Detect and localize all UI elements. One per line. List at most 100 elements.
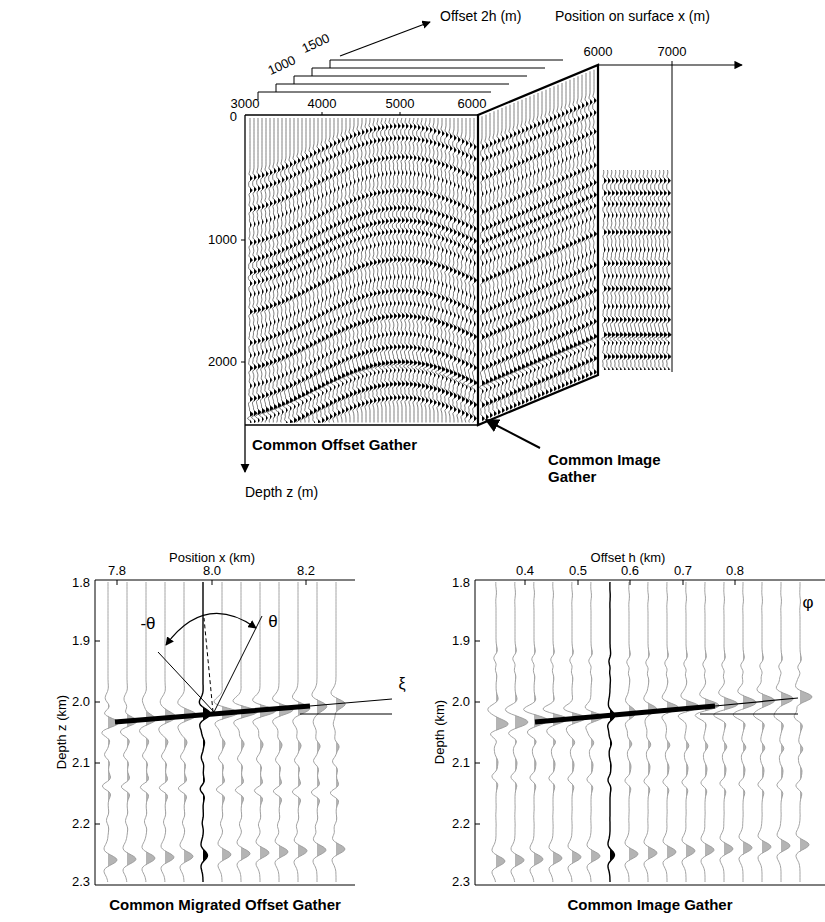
trace-wiggle: [564, 582, 586, 882]
trace-wiggle: [516, 101, 522, 406]
horizontal-reference: [300, 714, 392, 715]
tick-label: 2.3: [72, 875, 90, 890]
tick-label: 2.0: [72, 695, 90, 710]
trace-wiggle: [733, 582, 756, 882]
trace-fill: [610, 582, 615, 883]
trace-wiggle: [585, 582, 603, 882]
trace-fill: [572, 582, 586, 883]
trace-wiggle: [120, 582, 137, 882]
trace-wiggle: [552, 86, 558, 391]
ray-line: [158, 652, 214, 712]
tick: [683, 580, 684, 585]
front-face-bottom: [245, 424, 478, 426]
trace-wiggle: [520, 100, 526, 405]
tick-label: 1500: [300, 31, 333, 57]
trace-wiggle: [580, 75, 586, 380]
trace-wiggle: [287, 118, 293, 423]
back-panel-edge: [672, 65, 673, 372]
axis-title: Depth z (m): [245, 484, 318, 500]
tick: [95, 763, 100, 764]
trace-wiggle: [644, 582, 657, 882]
trace-wiggle: [312, 118, 318, 423]
trace-wiggle: [496, 110, 502, 415]
tick: [475, 702, 480, 703]
tick-label: 7.8: [108, 564, 126, 579]
tick-label: 7000: [658, 45, 687, 60]
trace-fill: [591, 582, 603, 883]
trace-fill: [553, 582, 567, 883]
trace-wiggle: [280, 118, 285, 423]
trace-wiggle: [400, 118, 406, 423]
tick-label: 2.2: [452, 817, 470, 832]
trace-wiggle: [380, 118, 386, 423]
trace-wiggle: [252, 118, 258, 423]
trace-fill: [382, 118, 385, 423]
tick-label: 0: [230, 110, 237, 125]
tick-label: 0.4: [516, 564, 534, 579]
panel-title: Common Migrated Offset Gather: [109, 896, 341, 913]
tick-label: 1.9: [72, 634, 90, 649]
horizontal-reference: [700, 714, 798, 715]
trace-wiggle: [264, 118, 270, 423]
tick: [475, 824, 480, 825]
tick-label: 0.7: [674, 564, 692, 579]
trace-wiggle: [714, 582, 738, 882]
trace-fill: [629, 582, 638, 883]
tick: [525, 580, 526, 585]
trace-wiggle: [678, 582, 699, 882]
trace-wiggle: [662, 582, 679, 882]
trace-fill: [450, 118, 453, 423]
trace-wiggle: [367, 118, 373, 423]
trace-wiggle: [452, 118, 458, 423]
tick-label: 5000: [386, 97, 415, 112]
trace-wiggle: [480, 116, 486, 421]
trace-fill: [686, 582, 699, 883]
trace-wiggle: [255, 118, 261, 423]
axes-frames: [95, 22, 825, 885]
trace-wiggle: [396, 118, 402, 423]
offset-axis-arrow: [340, 22, 430, 56]
trace-wiggle: [308, 118, 314, 423]
tick-label: 6000: [458, 97, 487, 112]
trace-wiggle: [592, 70, 598, 375]
trace-fill: [454, 118, 457, 423]
tick-label: 8.0: [203, 564, 221, 579]
trace-wiggle: [332, 118, 338, 423]
trace-fill: [330, 118, 333, 423]
trace-wiggle: [299, 118, 305, 423]
trace-wiggle: [576, 76, 582, 381]
trace-fill: [127, 582, 137, 883]
tick: [212, 580, 213, 585]
tick-label: 2000: [208, 355, 237, 370]
trace-wiggle: [383, 118, 389, 423]
trace-wiggle: [467, 118, 473, 423]
dip-line-extension: [310, 699, 392, 706]
tick: [735, 580, 736, 585]
trace-wiggle: [344, 118, 350, 423]
trace-wiggle: [484, 115, 490, 420]
trace-fill: [724, 582, 738, 883]
trace-fill: [374, 118, 377, 423]
trace-fill: [534, 582, 548, 883]
trace-wiggle: [140, 582, 156, 882]
angle-symbol: θ: [268, 612, 277, 632]
tick-label: 1.8: [452, 576, 470, 591]
trace-wiggle: [292, 118, 298, 423]
trace-fill: [406, 118, 409, 423]
tick-label: 6000: [584, 45, 613, 60]
trace-wiggle: [774, 582, 793, 882]
tick: [475, 763, 480, 764]
tick: [95, 702, 100, 703]
trace-wiggle: [608, 582, 615, 882]
depth-axis-arrow: [244, 115, 245, 472]
trace-wiggle: [424, 118, 430, 423]
tick: [672, 61, 673, 65]
trace-wiggle: [283, 118, 289, 423]
trace-wiggle: [360, 118, 366, 423]
trace-wiggle: [572, 78, 578, 383]
dip-line-extension: [715, 698, 798, 706]
trace-fill: [402, 118, 405, 423]
position-axis-arrow: [598, 64, 742, 65]
trace-wiggle: [584, 73, 590, 378]
trace-wiggle: [532, 95, 538, 400]
